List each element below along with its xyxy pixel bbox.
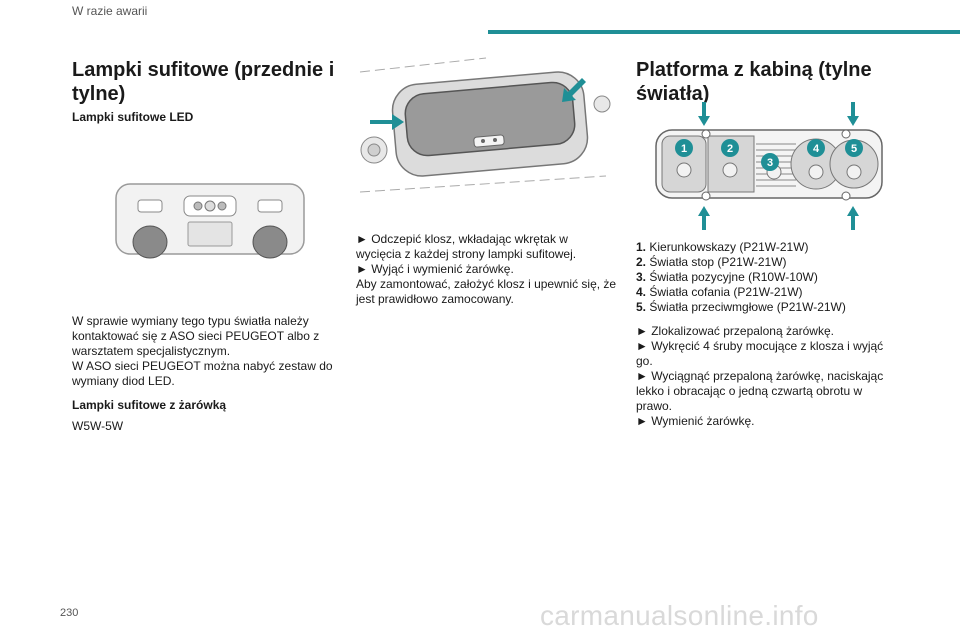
rear-light-replacement-steps: ► Zlokalizować przepaloną żarówkę. ► Wyk… [636,324,901,429]
subheading-led: Lampki sufitowe LED [72,110,194,124]
text-line: ► Zlokalizować przepaloną żarówkę. [636,324,834,338]
running-header: W razie awarii [72,4,148,18]
list-item: 2. Światła stop (P21W-21W) [636,255,787,269]
rear-light-cluster-diagram: 1 2 3 4 5 [646,100,886,232]
text-line: wymiany diod LED. [72,374,175,388]
text-line: wycięcia z każdej strony lampki sufitowe… [356,247,577,261]
diagram-label-5: 5 [851,143,857,155]
list-item: 1. Kierunkowskazy (P21W-21W) [636,240,809,254]
section-title-ceiling-lamps: Lampki sufitowe (przednie i tylne) [72,59,335,105]
led-ceiling-lamp-illustration [110,178,310,278]
text-line: go. [636,354,653,368]
text-line: ► Wyciągnąć przepaloną żarówkę, naciskaj… [636,369,884,383]
bulb-ceiling-lamp-illustration [356,52,618,200]
list-item: 3. Światła pozycyjne (R10W-10W) [636,270,818,284]
text-line: ► Wyjąć i wymienić żarówkę. [356,262,514,276]
bulb-replacement-instructions: ► Odczepić klosz, wkładając wkrętak w wy… [356,232,626,307]
text-line: lekko i obracając o jedną czwartą obrotu… [636,384,863,398]
text-line: prawo. [636,399,673,413]
text-line: W sprawie wymiany tego typu światła nale… [72,314,309,328]
text-line: jest prawidłowo zamocowany. [356,292,514,306]
text-line: ► Odczepić klosz, wkładając wkrętak w [356,232,568,246]
text-line: W ASO sieci PEUGEOT można nabyć zestaw d… [72,359,333,373]
text-line: kontaktować się z ASO sieci PEUGEOT albo… [72,329,320,343]
header-accent-bar [488,30,960,34]
diagram-label-2: 2 [727,143,733,155]
list-item: 5. Światła przeciwmgłowe (P21W-21W) [636,300,846,314]
diagram-label-1: 1 [681,143,687,155]
led-replacement-paragraph: W sprawie wymiany tego typu światła nale… [72,314,352,389]
list-item: 4. Światła cofania (P21W-21W) [636,285,803,299]
page-number: 230 [60,607,79,619]
bulb-type: W5W-5W [72,419,124,433]
text-line: warsztatem specjalistycznym. [72,344,231,358]
diagram-label-3: 3 [767,157,773,169]
text-line: ► Wykręcić 4 śruby mocujące z klosza i w… [636,339,884,353]
section-title-rear-lights: Platforma z kabiną (tylne światła) [636,59,872,105]
bulb-list: 1. Kierunkowskazy (P21W-21W) 2. Światła … [636,240,916,315]
text-line: Aby zamontować, założyć klosz i upewnić … [356,277,617,291]
text-line: ► Wymienić żarówkę. [636,414,755,428]
diagram-label-4: 4 [813,143,820,155]
watermark: carmanualsonline.info [540,600,819,631]
subheading-bulb: Lampki sufitowe z żarówką [72,398,227,412]
